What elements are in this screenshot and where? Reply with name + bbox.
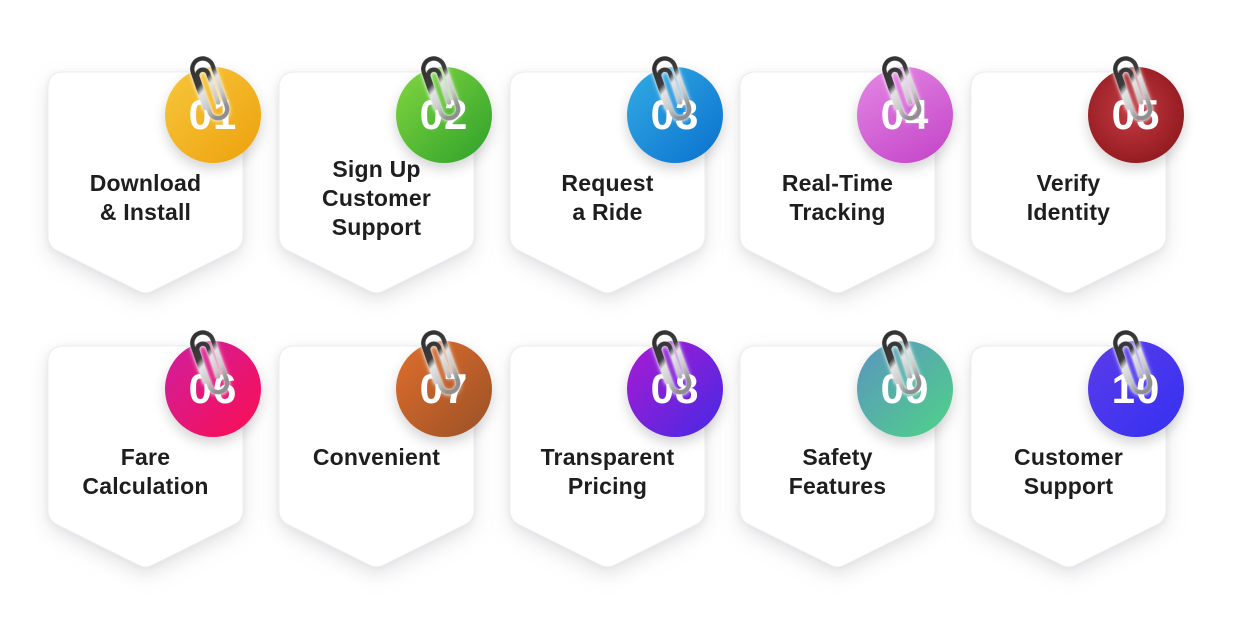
step-label-line: Support — [1023, 473, 1114, 499]
paperclip-icon — [652, 56, 692, 121]
step-label-line: Download — [89, 170, 202, 196]
step-number-badge: 10 — [1088, 341, 1184, 437]
step-label-line: Sign Up — [332, 156, 421, 182]
step-label-line: Transparent — [540, 444, 675, 470]
step-label: Safety Features — [732, 443, 943, 501]
paperclip-icon — [652, 330, 692, 395]
step-label-line: Convenient — [312, 444, 441, 470]
step-label-line: Tracking — [789, 199, 886, 225]
step-label-line: Verify — [1036, 170, 1101, 196]
step-label-line: Pricing — [567, 473, 648, 499]
step-card: Safety Features 09 — [739, 330, 953, 570]
step-label-line: Identity — [1026, 199, 1111, 225]
paperclip-icon — [421, 56, 461, 121]
step-label-line: Fare — [120, 444, 171, 470]
step-label-line: Customer — [322, 185, 431, 211]
paperclip-icon — [421, 330, 461, 395]
step-card: Download & Install 01 — [47, 56, 261, 296]
step-label: Convenient — [271, 443, 482, 472]
paperclip-icon — [882, 56, 922, 121]
step-label: Fare Calculation — [40, 443, 251, 501]
step-label-line: Request — [561, 170, 654, 196]
step-card: Real-Time Tracking 04 — [739, 56, 953, 296]
paperclip-icon — [1113, 330, 1153, 395]
paperclip-icon — [190, 56, 230, 121]
step-label-line: Calculation — [82, 473, 209, 499]
step-label: Real-Time Tracking — [732, 169, 943, 227]
paperclip-icon — [190, 330, 230, 395]
step-label: Transparent Pricing — [502, 443, 713, 501]
step-label-line: & Install — [99, 199, 192, 225]
paperclip-icon — [882, 330, 922, 395]
step-card: Fare Calculation 06 — [47, 330, 261, 570]
step-label: Customer Support — [963, 443, 1174, 501]
step-label: Verify Identity — [963, 169, 1174, 227]
step-label-line: Customer — [1014, 444, 1123, 470]
step-label-line: Features — [788, 473, 887, 499]
step-label-line: Support — [331, 214, 422, 240]
step-label-line: a Ride — [572, 199, 643, 225]
step-card: Sign Up Customer Support 02 — [278, 56, 492, 296]
step-card: Verify Identity 05 — [970, 56, 1184, 296]
step-card: Transparent Pricing 08 — [509, 330, 723, 570]
step-card: Customer Support 10 — [970, 330, 1184, 570]
step-label: Request a Ride — [502, 169, 713, 227]
step-card: Convenient 07 — [278, 330, 492, 570]
paperclip-icon — [1113, 56, 1153, 121]
step-card: Request a Ride 03 — [509, 56, 723, 296]
step-label: Sign Up Customer Support — [271, 155, 482, 242]
step-label-line: Safety — [802, 444, 873, 470]
step-label-line: Real-Time — [781, 170, 894, 196]
step-label: Download & Install — [40, 169, 251, 227]
